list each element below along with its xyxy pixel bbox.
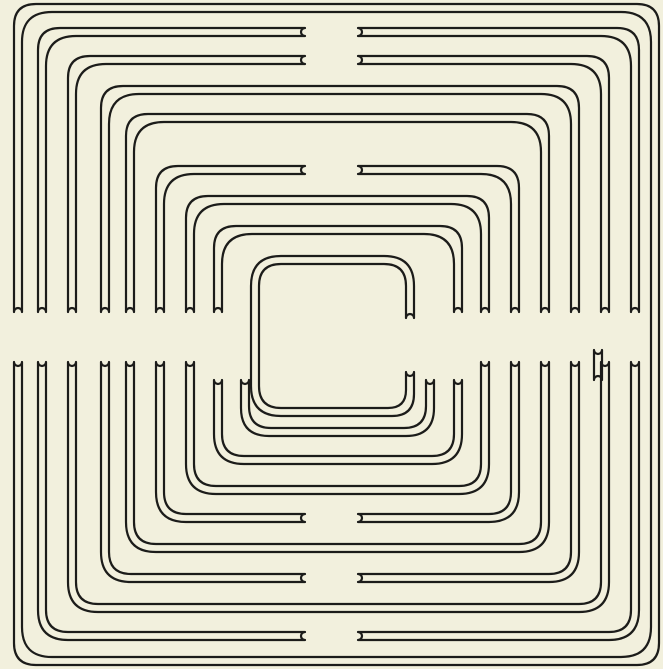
outer-wall bbox=[14, 4, 659, 665]
ring-3-upper bbox=[101, 86, 579, 312]
labyrinth-walls bbox=[14, 4, 659, 665]
centre-chamber bbox=[251, 256, 414, 416]
ring-5-lower-right bbox=[358, 362, 519, 522]
ring-6-upper bbox=[186, 196, 489, 312]
ring-4-upper bbox=[126, 114, 549, 312]
ring-5-upper-left bbox=[156, 166, 305, 312]
ring-5-lower-left bbox=[156, 362, 305, 522]
ring-5-upper-right bbox=[358, 166, 519, 312]
ring-3-lower-left bbox=[101, 362, 305, 582]
ring-3-lower-right bbox=[358, 362, 579, 582]
